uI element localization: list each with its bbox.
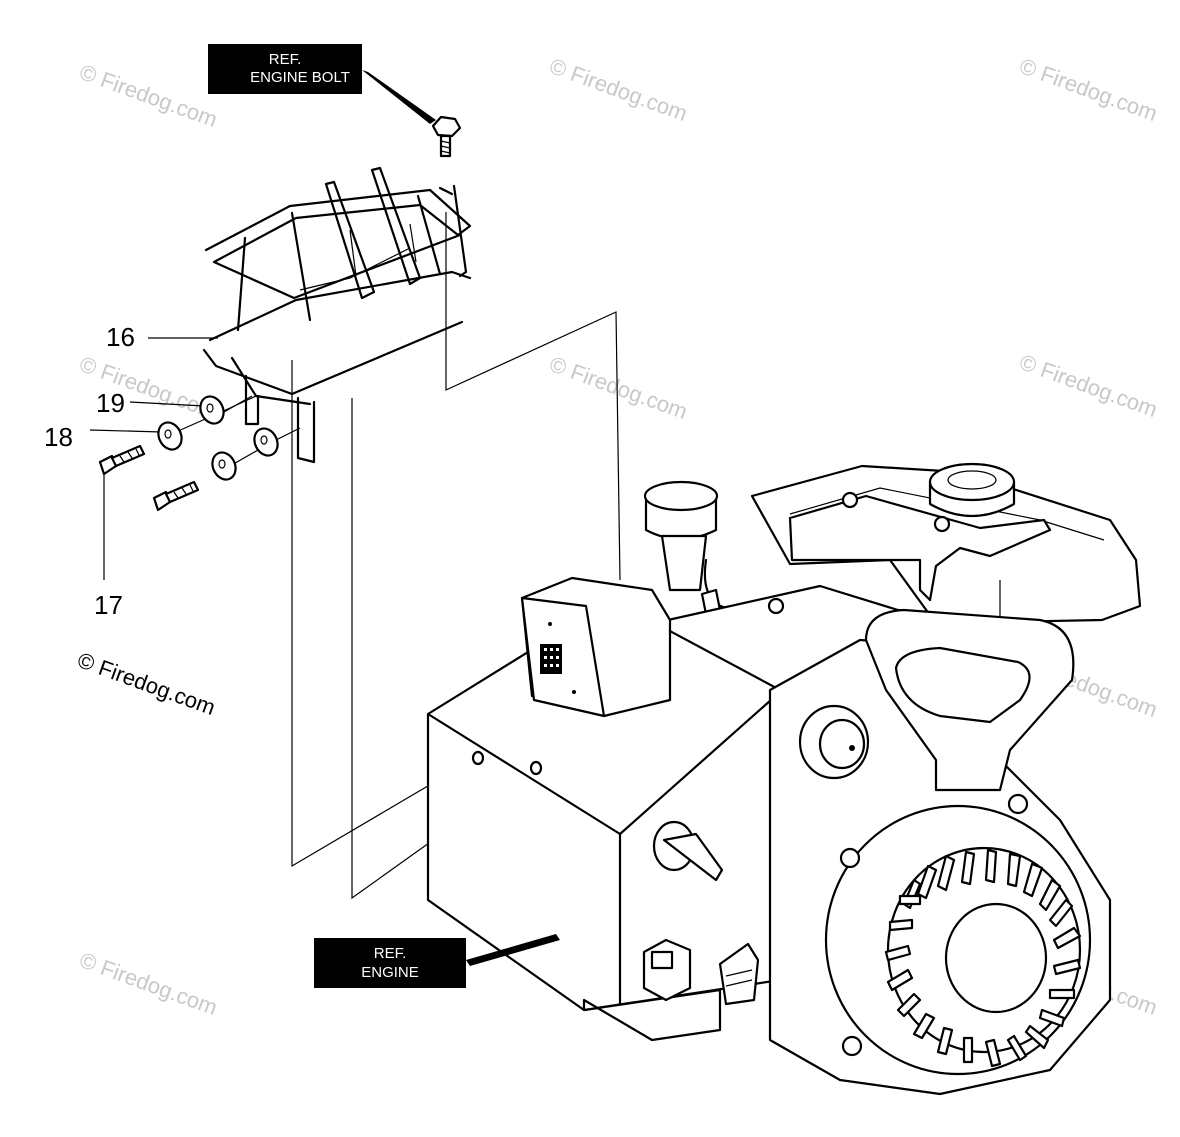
callout-arrow [466,934,560,966]
ref-engine-bolt-callout: REF. ENGINE BOLT [208,44,436,124]
washers [157,395,279,481]
ref-engine-callout: REF. ENGINE [314,934,560,988]
screws [98,444,200,512]
callout-box [208,44,362,94]
callout-line2: ENGINE [361,964,419,981]
callout-box [314,938,466,988]
part-number-17: 17 [94,590,123,620]
callout-line1: REF. [269,51,302,68]
recoil-slots [884,848,1082,1068]
watermark: © Firedog.com [546,351,690,424]
engine [426,462,1142,1096]
part-numbers: 16 19 18 17 [44,322,135,620]
part-number-19: 19 [96,388,125,418]
callout-line1: REF. [374,945,407,962]
part-number-18: 18 [44,422,73,452]
part-number-16: 16 [106,322,135,352]
watermark: © Firedog.com [76,947,220,1020]
watermark: © Firedog.com [1016,349,1160,422]
watermark-dark: © Firedog.com [74,647,218,720]
callout-line2: ENGINE BOLT [250,69,350,86]
wire-basket [202,166,472,464]
watermark: © Firedog.com [76,59,220,132]
engine-bolt [431,115,462,158]
watermark: © Firedog.com [546,53,690,126]
air-filter-grille [540,622,576,694]
watermark: © Firedog.com [1016,53,1160,126]
callout-arrow [362,70,436,124]
